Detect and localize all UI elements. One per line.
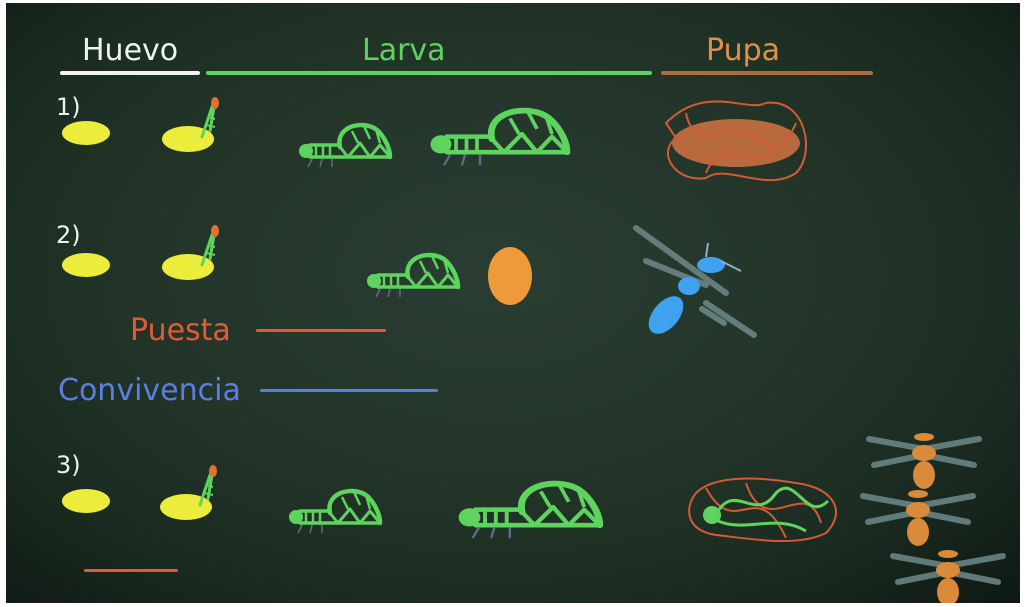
row3-large-larva — [459, 484, 600, 539]
row1-pupa — [666, 101, 806, 180]
row1-large-larva — [431, 111, 568, 166]
row3-small-larva — [289, 491, 380, 533]
chalkboard-background: Huevo Larva Pupa 1) 2) 3) Puesta Convive… — [6, 3, 1020, 603]
row1-egg — [62, 121, 110, 145]
drawing-layer — [6, 3, 1020, 603]
row2-egg — [62, 253, 110, 277]
row2-wasp — [636, 228, 754, 340]
row1-hatching-egg — [162, 97, 219, 152]
row2-hatching-egg — [162, 225, 219, 280]
row3-wasp-3 — [893, 550, 1003, 603]
row3-egg — [62, 489, 110, 513]
row2-cocoon — [488, 247, 532, 305]
row1-small-larva — [299, 125, 390, 167]
row3-wasp-2 — [863, 490, 973, 546]
row2-larva — [367, 255, 458, 297]
row3-wasp-1 — [869, 433, 979, 489]
row3-pupa-with-larva — [689, 479, 836, 542]
row3-hatching-egg — [160, 465, 217, 520]
